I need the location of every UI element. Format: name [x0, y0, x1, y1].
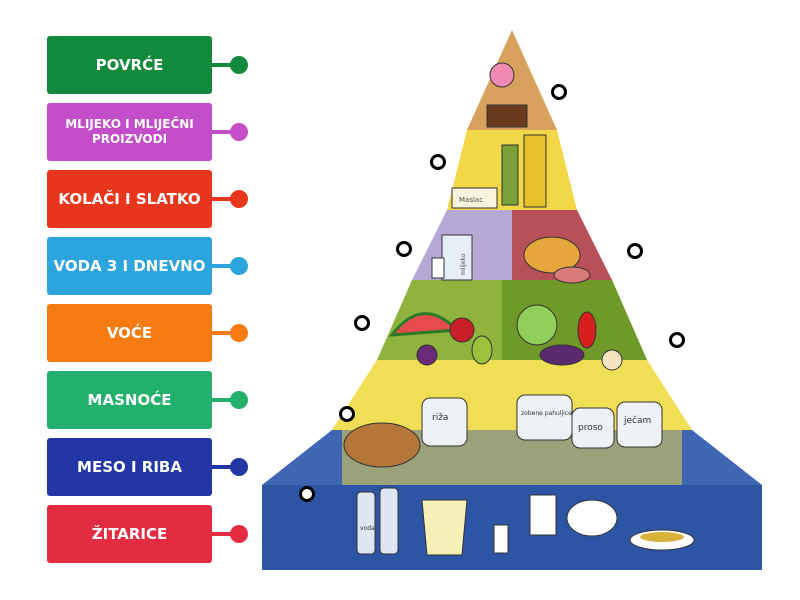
oil-bottle-icon — [523, 134, 547, 208]
label-meso-riba[interactable]: MESO I RIBA — [47, 438, 212, 496]
drop-target[interactable] — [669, 332, 685, 348]
svg-text:Maslac: Maslac — [459, 196, 483, 204]
pear-icon — [471, 335, 493, 365]
drag-handle[interactable] — [230, 190, 248, 208]
lollipop-icon — [489, 62, 515, 88]
svg-text:zobene pahuljice: zobene pahuljice — [521, 410, 572, 417]
grapes-icon — [416, 344, 438, 366]
drag-handle[interactable] — [230, 257, 248, 275]
drag-handle[interactable] — [230, 391, 248, 409]
label-mlijeko[interactable]: MLIJEKO I MLIJEČNI PROIZVODI — [47, 103, 212, 161]
connector-line — [212, 532, 238, 536]
drag-handle[interactable] — [230, 56, 248, 74]
connector-line — [212, 63, 238, 67]
drop-target[interactable] — [627, 243, 643, 259]
label-zitarice[interactable]: ŽITARICE — [47, 505, 212, 563]
food-pyramid-image: Maslac mlijeko riža zobene pahuljice pro… — [262, 30, 762, 570]
rice-sack-icon — [421, 397, 468, 447]
chicken-icon — [523, 236, 581, 274]
cake-icon — [486, 104, 528, 128]
drop-target[interactable] — [396, 241, 412, 257]
label-voce[interactable]: VOĆE — [47, 304, 212, 362]
juice-jug-icon — [421, 499, 468, 556]
barley-sack-icon — [616, 401, 663, 448]
pepper-icon — [577, 311, 597, 349]
connector-line — [212, 197, 238, 201]
drop-target[interactable] — [430, 154, 446, 170]
soup-icon — [640, 532, 684, 542]
milk-carton-icon — [441, 234, 473, 281]
meat-icon — [553, 266, 591, 284]
apple-icon — [449, 317, 475, 343]
drop-target[interactable] — [339, 406, 355, 422]
connector-line — [212, 331, 238, 335]
eggplant-icon — [539, 344, 585, 366]
drag-handle[interactable] — [230, 324, 248, 342]
mug-icon — [529, 494, 557, 536]
onion-icon — [601, 349, 623, 371]
bread-icon — [343, 422, 421, 468]
label-column: POVRĆE MLIJEKO I MLIJEČNI PROIZVODI KOLA… — [0, 0, 260, 600]
drop-target[interactable] — [299, 486, 315, 502]
svg-text:mlijeko: mlijeko — [460, 253, 467, 275]
drop-target[interactable] — [354, 315, 370, 331]
drop-target[interactable] — [551, 84, 567, 100]
drag-handle[interactable] — [230, 123, 248, 141]
connector-line — [212, 465, 238, 469]
drag-handle[interactable] — [230, 458, 248, 476]
tier-water-front — [262, 485, 762, 570]
teapot-icon — [566, 499, 618, 537]
connector-line — [212, 130, 238, 134]
label-kolaci[interactable]: KOLAČI I SLATKO — [47, 170, 212, 228]
label-voda[interactable]: VODA 3 I DNEVNO — [47, 237, 212, 295]
water-bottle-icon — [356, 491, 376, 555]
oil-bottle-icon — [501, 144, 519, 206]
svg-text:ječam: ječam — [623, 415, 651, 426]
water-bottle-icon — [379, 487, 399, 555]
oat-sack-icon — [516, 394, 573, 441]
connector-line — [212, 398, 238, 402]
millet-sack-icon — [571, 407, 615, 449]
glass-icon — [431, 257, 445, 279]
svg-text:proso: proso — [578, 423, 603, 433]
svg-text:voda: voda — [360, 525, 375, 532]
label-masnoce[interactable]: MASNOĆE — [47, 371, 212, 429]
glass-icon — [493, 524, 509, 554]
cabbage-icon — [516, 304, 558, 346]
connector-line — [212, 264, 238, 268]
drag-handle[interactable] — [230, 525, 248, 543]
label-povrce[interactable]: POVRĆE — [47, 36, 212, 94]
svg-text:riža: riža — [432, 413, 448, 423]
butter-icon — [451, 187, 498, 209]
